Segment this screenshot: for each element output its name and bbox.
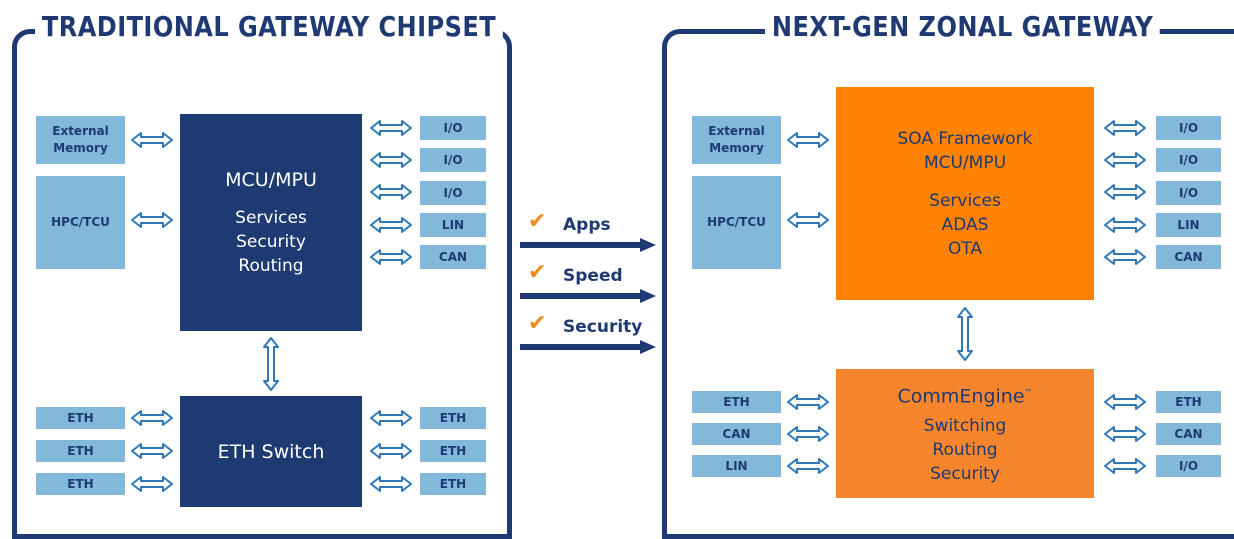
commengine-title: CommEngine™ xyxy=(897,381,1032,408)
double-arrow-icon xyxy=(787,212,829,228)
double-arrow-icon xyxy=(1104,249,1146,265)
double-arrow-icon xyxy=(1104,120,1146,136)
mcu-line: Routing xyxy=(238,255,304,276)
eth-port: ETH xyxy=(36,440,125,462)
can-port: CAN xyxy=(420,245,486,269)
check-icon: ✔ xyxy=(528,209,547,234)
flow-arrow-shaft xyxy=(520,293,642,299)
soa-line: OTA xyxy=(947,238,983,259)
eth-port: ETH xyxy=(692,391,781,413)
eth-port: ETH xyxy=(420,407,486,429)
trademark-mark: ™ xyxy=(1024,387,1033,397)
external-memory-block: External Memory xyxy=(36,116,125,164)
flow-label-security: Security xyxy=(563,317,643,337)
flow-arrow-shaft xyxy=(520,242,642,248)
mcu-title: MCU/MPU xyxy=(225,168,317,191)
can-port: CAN xyxy=(692,423,781,445)
double-arrow-icon xyxy=(370,443,412,459)
hpc-tcu-block: HPC/TCU xyxy=(36,176,125,269)
double-arrow-icon xyxy=(787,426,829,442)
lin-port: LIN xyxy=(692,455,781,477)
double-arrow-icon xyxy=(787,458,829,474)
flow-arrow-head xyxy=(640,340,656,354)
soa-line: Services xyxy=(929,190,1001,211)
io-port: I/O xyxy=(1156,455,1221,477)
eth-port: ETH xyxy=(420,440,486,462)
soa-framework-block: SOA Framework MCU/MPU Services ADAS OTA xyxy=(836,87,1094,300)
double-arrow-icon xyxy=(787,132,829,148)
io-port: I/O xyxy=(1156,148,1221,172)
double-arrow-icon xyxy=(131,443,173,459)
flow-label-apps: Apps xyxy=(563,215,611,235)
double-arrow-icon xyxy=(1104,152,1146,168)
double-arrow-icon xyxy=(131,212,173,228)
can-port: CAN xyxy=(1156,245,1221,269)
double-arrow-icon xyxy=(263,337,279,391)
zonal-gateway-title: NEXT-GEN ZONAL GATEWAY xyxy=(765,10,1161,44)
comm-line: Switching xyxy=(923,416,1007,437)
check-icon: ✔ xyxy=(528,311,547,336)
double-arrow-icon xyxy=(957,307,973,361)
flow-arrow-head xyxy=(640,289,656,303)
soa-title-line: MCU/MPU xyxy=(923,152,1007,173)
double-arrow-icon xyxy=(131,132,173,148)
comm-line: Routing xyxy=(932,440,998,461)
eth-port: ETH xyxy=(1156,391,1221,413)
commengine-block: CommEngine™ Switching Routing Security xyxy=(836,369,1094,498)
flow-label-speed: Speed xyxy=(563,266,623,286)
soa-line: ADAS xyxy=(941,214,989,235)
eth-port: ETH xyxy=(36,407,125,429)
eth-port: ETH xyxy=(36,473,125,495)
double-arrow-icon xyxy=(1104,458,1146,474)
io-port: I/O xyxy=(420,116,486,140)
lin-port: LIN xyxy=(420,213,486,237)
eth-switch-block: ETH Switch xyxy=(180,396,362,507)
traditional-gateway-title: TRADITIONAL GATEWAY CHIPSET xyxy=(35,10,503,44)
mcu-line: Services xyxy=(235,207,307,228)
double-arrow-icon xyxy=(1104,426,1146,442)
double-arrow-icon xyxy=(370,249,412,265)
check-icon: ✔ xyxy=(528,260,547,285)
double-arrow-icon xyxy=(1104,217,1146,233)
eth-port: ETH xyxy=(420,473,486,495)
external-memory-block: External Memory xyxy=(692,116,781,164)
switch-label: ETH Switch xyxy=(217,440,325,463)
double-arrow-icon xyxy=(131,476,173,492)
flow-arrow-head xyxy=(640,238,656,252)
hpc-tcu-block: HPC/TCU xyxy=(692,176,781,269)
double-arrow-icon xyxy=(370,120,412,136)
can-port: CAN xyxy=(1156,423,1221,445)
double-arrow-icon xyxy=(1104,184,1146,200)
double-arrow-icon xyxy=(370,410,412,426)
comm-line: Security xyxy=(930,464,1000,485)
io-port: I/O xyxy=(1156,116,1221,140)
flow-arrow-shaft xyxy=(520,344,642,350)
double-arrow-icon xyxy=(131,410,173,426)
soa-title-line: SOA Framework xyxy=(897,128,1033,149)
lin-port: LIN xyxy=(1156,213,1221,237)
io-port: I/O xyxy=(420,181,486,205)
double-arrow-icon xyxy=(370,184,412,200)
double-arrow-icon xyxy=(1104,394,1146,410)
connector-arrows xyxy=(131,120,1146,492)
commengine-name: CommEngine xyxy=(897,385,1025,408)
io-port: I/O xyxy=(1156,181,1221,205)
mcu-mpu-block: MCU/MPU Services Security Routing xyxy=(180,114,362,331)
double-arrow-icon xyxy=(370,476,412,492)
double-arrow-icon xyxy=(370,217,412,233)
flow-arrows xyxy=(520,238,656,354)
mcu-line: Security xyxy=(236,231,306,252)
double-arrow-icon xyxy=(787,394,829,410)
io-port: I/O xyxy=(420,148,486,172)
double-arrow-icon xyxy=(370,152,412,168)
